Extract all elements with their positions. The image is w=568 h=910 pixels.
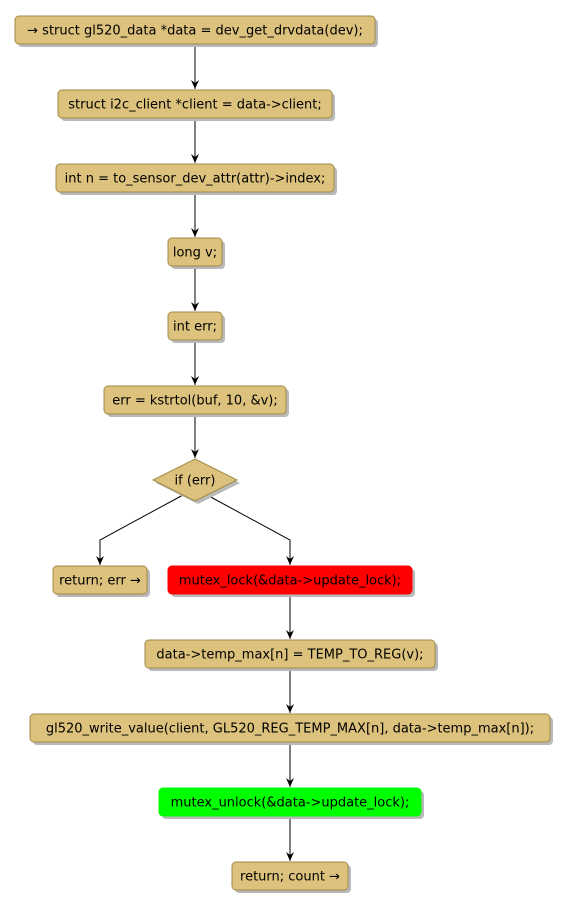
flow-node-n6: err = kstrtol(buf, 10, &v); [103, 385, 289, 417]
flow-node-n3: int n = to_sensor_dev_attr(attr)->index; [55, 163, 337, 195]
node-box [158, 787, 422, 817]
flow-node-n9: mutex_lock(&data->update_lock); [167, 565, 415, 597]
flow-node-n10: data->temp_max[n] = TEMP_TO_REG(v); [144, 639, 438, 671]
node-label: return; count → [240, 870, 340, 885]
node-label: int err; [173, 320, 217, 335]
node-label: struct i2c_client *client = data->client… [68, 98, 322, 113]
flow-node-n5: int err; [167, 311, 225, 343]
node-label: err = kstrtol(buf, 10, &v); [112, 394, 278, 409]
node-label: if (err) [175, 474, 216, 489]
flow-node-n13: return; count → [231, 861, 351, 893]
flow-node-n4: long v; [167, 237, 225, 269]
edge-n7-n9 [206, 494, 294, 565]
node-label: gl520_write_value(client, GL520_REG_TEMP… [46, 722, 534, 737]
node-box [55, 163, 335, 193]
node-box [144, 639, 436, 669]
node-label: mutex_lock(&data->update_lock); [179, 574, 401, 589]
node-box [167, 237, 223, 267]
node-box [29, 713, 551, 743]
node-label: data->temp_max[n] = TEMP_TO_REG(v); [156, 648, 423, 663]
edge-n7-n8 [96, 494, 184, 565]
flow-node-n2: struct i2c_client *client = data->client… [57, 89, 335, 121]
node-box [57, 89, 333, 119]
node-label: return; err → [59, 574, 141, 589]
flow-node-n12: mutex_unlock(&data->update_lock); [158, 787, 424, 819]
node-box [231, 861, 349, 891]
node-label: int n = to_sensor_dev_attr(attr)->index; [65, 172, 326, 187]
node-label: long v; [173, 246, 217, 261]
flow-node-n11: gl520_write_value(client, GL520_REG_TEMP… [29, 713, 553, 745]
node-label: → struct gl520_data *data = dev_get_drvd… [27, 24, 363, 39]
node-box [103, 385, 287, 415]
node-box [14, 15, 376, 45]
node-box [167, 311, 223, 341]
node-box [52, 565, 148, 595]
decision-diamond [151, 458, 239, 502]
node-box [167, 565, 413, 595]
decision-node-n7: if (err) [151, 458, 240, 504]
node-label: mutex_unlock(&data->update_lock); [171, 796, 410, 811]
flow-node-n8: return; err → [52, 565, 150, 597]
flow-node-n1: → struct gl520_data *data = dev_get_drvd… [14, 15, 378, 47]
